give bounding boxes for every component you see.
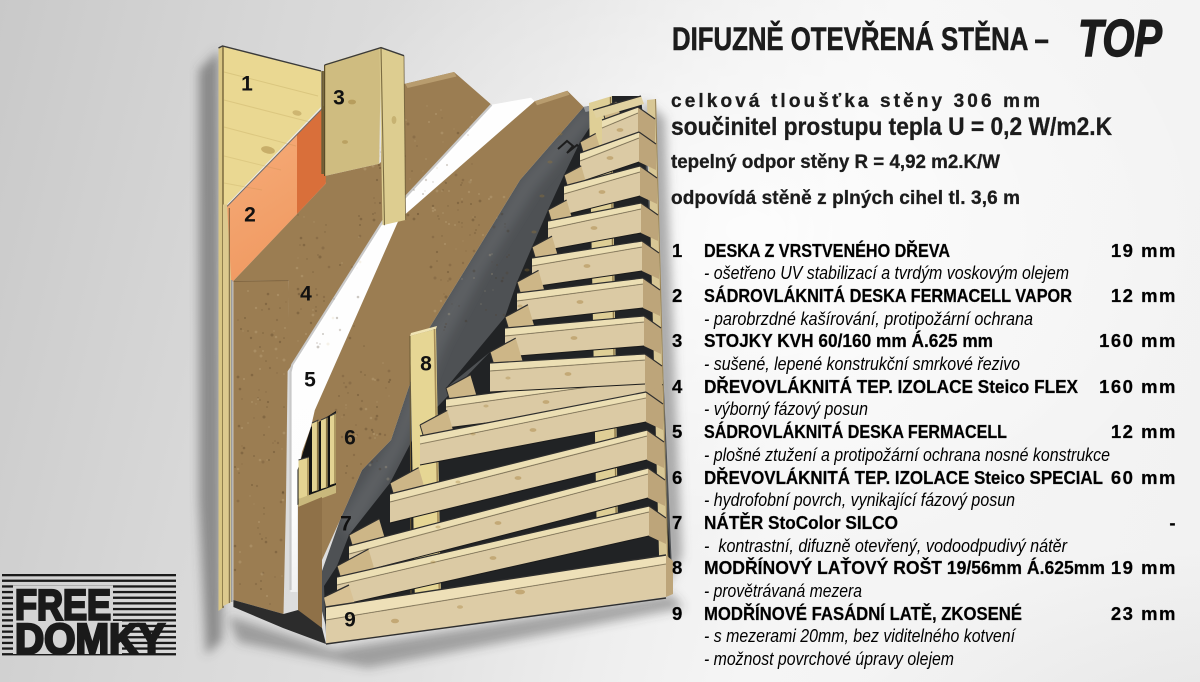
svg-text:8: 8 (420, 353, 432, 376)
svg-text:6: 6 (344, 427, 356, 450)
svg-text:4: 4 (300, 283, 312, 306)
svg-text:2: 2 (244, 204, 256, 227)
svg-text:DOMKY: DOMKY (15, 616, 165, 664)
svg-text:5: 5 (304, 369, 316, 392)
svg-text:FREE: FREE (15, 582, 111, 630)
svg-text:1: 1 (241, 73, 253, 96)
svg-text:3: 3 (333, 87, 345, 110)
svg-text:9: 9 (344, 609, 356, 632)
svg-text:7: 7 (340, 513, 352, 536)
